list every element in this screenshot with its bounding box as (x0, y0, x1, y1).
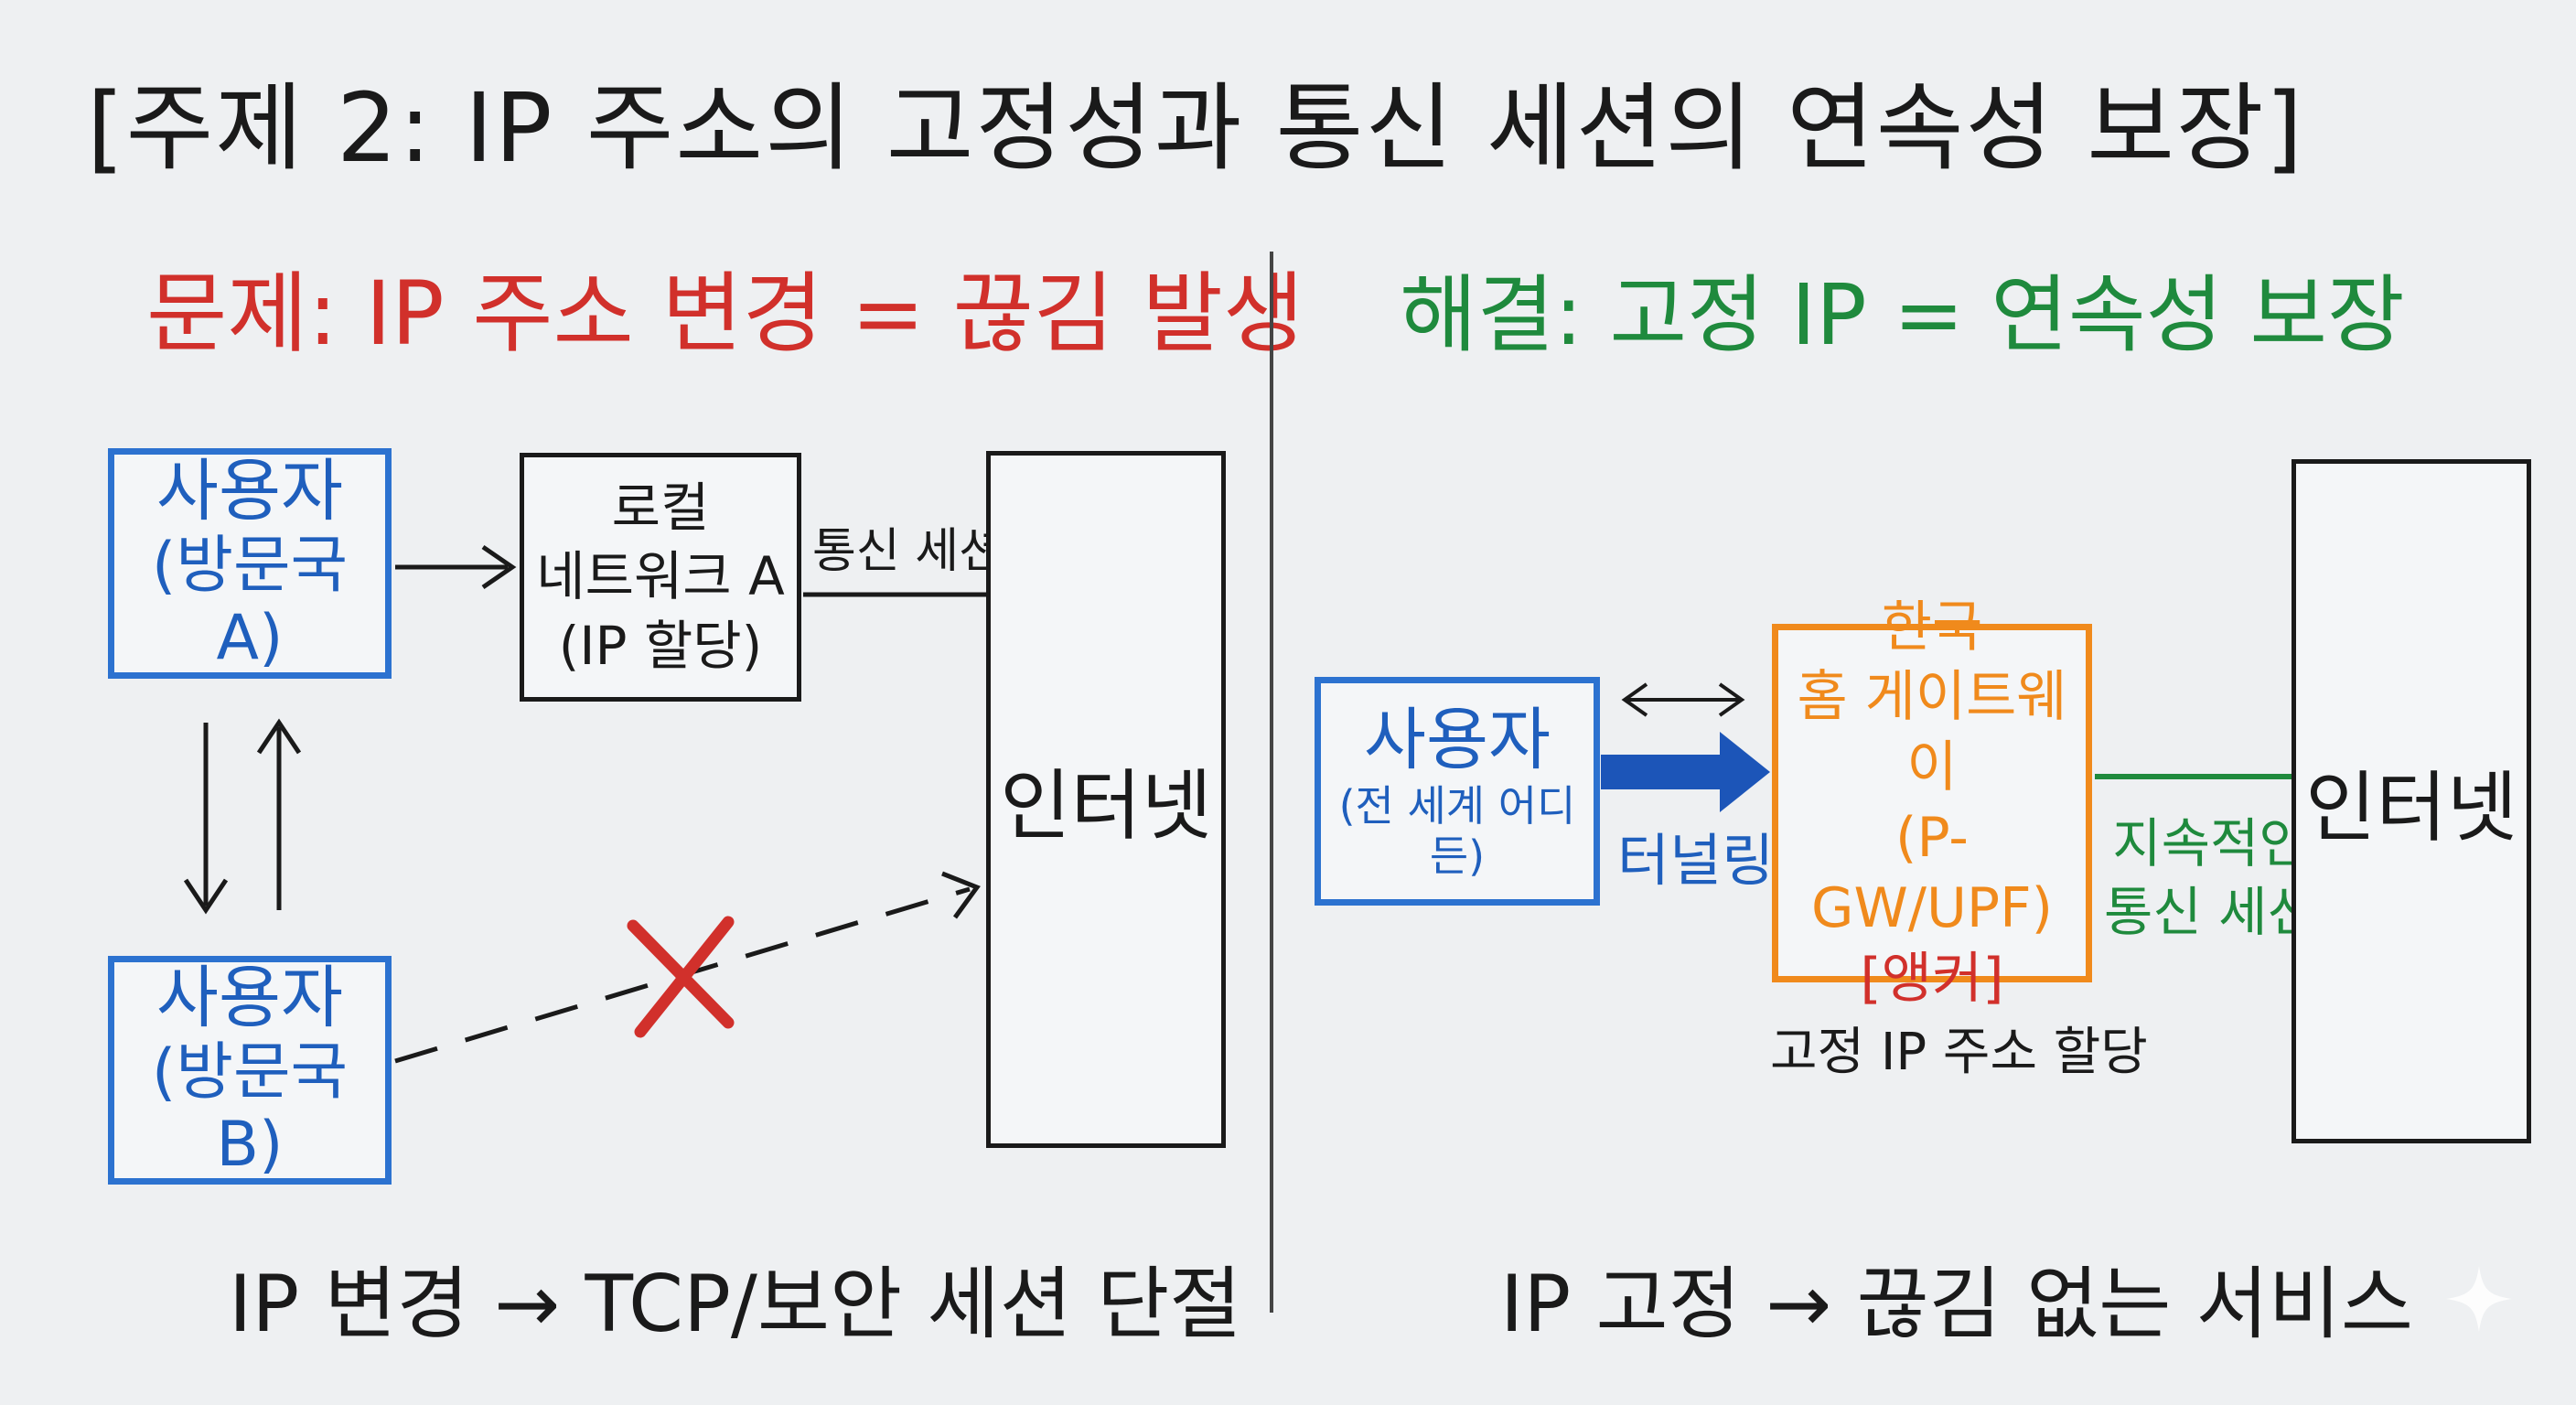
problem-heading: 문제: IP 주소 변경 = 끊김 발생 (146, 263, 1304, 365)
user-b-label: 사용자 (156, 959, 344, 1038)
failed-connection-arrow (394, 871, 981, 1064)
solution-heading: 해결: 고정 IP = 연속성 보장 (1400, 266, 2405, 364)
sparkle-icon (2446, 1266, 2512, 1332)
tunneling-label: 터널링 (1617, 827, 1775, 894)
section-divider (1270, 252, 1273, 1313)
arrow-user-a-to-local (395, 544, 517, 590)
local-network-line3: (IP 할당) (558, 614, 763, 677)
home-gateway-type: (P-GW/UPF) (1810, 806, 2054, 940)
home-gateway-country: 한국 (1881, 595, 1983, 660)
local-network-line2: 네트워크 A (536, 545, 785, 608)
red-cross-icon (627, 916, 735, 1038)
user-global-box: 사용자 (전 세계 어디든) (1315, 677, 1600, 906)
page-title: [주제 2: IP 주소의 고정성과 통신 세션의 연속성 보장] (87, 72, 2305, 184)
sustained-session-line1: 지속적인 (2112, 812, 2308, 874)
internet-box-right: 인터넷 (2292, 459, 2531, 1143)
internet-label-right: 인터넷 (2305, 762, 2517, 853)
user-global-label: 사용자 (1363, 701, 1551, 780)
home-gateway-title: 홈 게이트웨이 (1797, 665, 2067, 800)
user-a-label: 사용자 (156, 452, 344, 531)
mobility-arrow-down (183, 723, 229, 915)
internet-label-left: 인터넷 (1000, 760, 1212, 851)
problem-conclusion: IP 변경 → TCP/보안 세션 단절 (229, 1259, 1242, 1350)
static-ip-label: 고정 IP 주소 할당 (1770, 1023, 2148, 1082)
home-gateway-box: 한국 홈 게이트웨이 (P-GW/UPF) [앵커] (1772, 595, 2092, 1011)
internet-box-left: 인터넷 (986, 451, 1226, 1148)
solution-conclusion: IP 고정 → 끊김 없는 서비스 (1500, 1259, 2414, 1350)
user-global-location: (전 세계 어디든) (1338, 781, 1576, 882)
sustained-session-line2: 통신 세션 (2104, 881, 2316, 944)
user-a-location: (방문국 A) (151, 530, 349, 674)
user-b-location: (방문국 B) (151, 1036, 349, 1181)
home-gateway-anchor: [앵커] (1860, 946, 2004, 1011)
local-network-box: 로컬 네트워크 A (IP 할당) (520, 453, 801, 702)
local-network-line1: 로컬 (611, 476, 710, 539)
user-a-box: 사용자 (방문국 A) (108, 448, 392, 679)
sustained-session-label: 지속적인 통신 세션 (2104, 810, 2316, 948)
session-label: 통신 세션 (812, 524, 1003, 579)
mobility-arrow-up (256, 718, 302, 910)
user-b-box: 사용자 (방문국 B) (108, 956, 392, 1185)
tunnel-arrow (1601, 732, 1770, 812)
bidirectional-arrow-icon (1621, 682, 1745, 717)
